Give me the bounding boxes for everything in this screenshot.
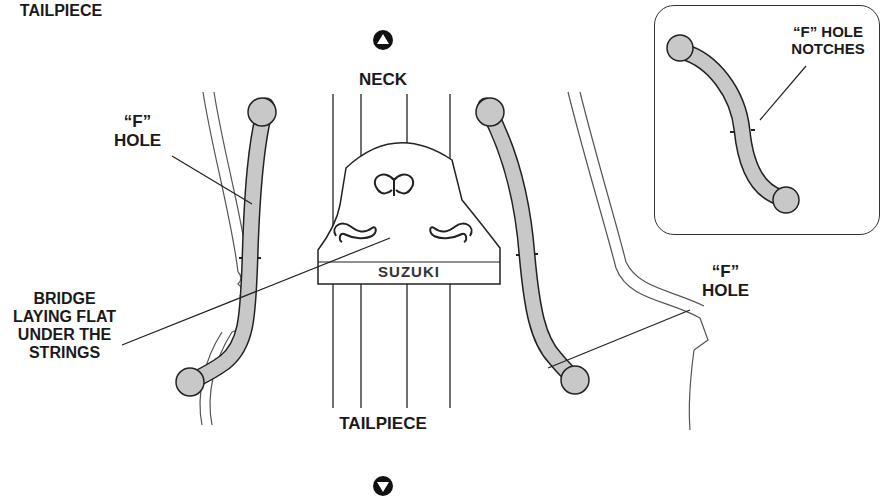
detail-inset: “F” HOLE NOTCHES xyxy=(654,5,880,235)
direction-label: TAILPIECE xyxy=(6,2,116,20)
part-label: BRIDGE LAYING FLAT UNDER THE STRINGS xyxy=(2,290,127,362)
leader-line xyxy=(122,66,806,368)
maker-mark: SUZUKI xyxy=(375,264,443,281)
direction-label: TAILPIECE xyxy=(323,414,443,433)
f-hole-detail xyxy=(667,35,799,213)
direction-label: NECK xyxy=(333,70,433,89)
bridge xyxy=(318,143,500,284)
inset-label: “F” HOLE NOTCHES xyxy=(785,24,871,58)
body-outline xyxy=(200,92,708,430)
part-label: “F” HOLE xyxy=(100,112,175,150)
part-label: “F” HOLE xyxy=(688,262,763,300)
f-hole xyxy=(176,98,276,396)
